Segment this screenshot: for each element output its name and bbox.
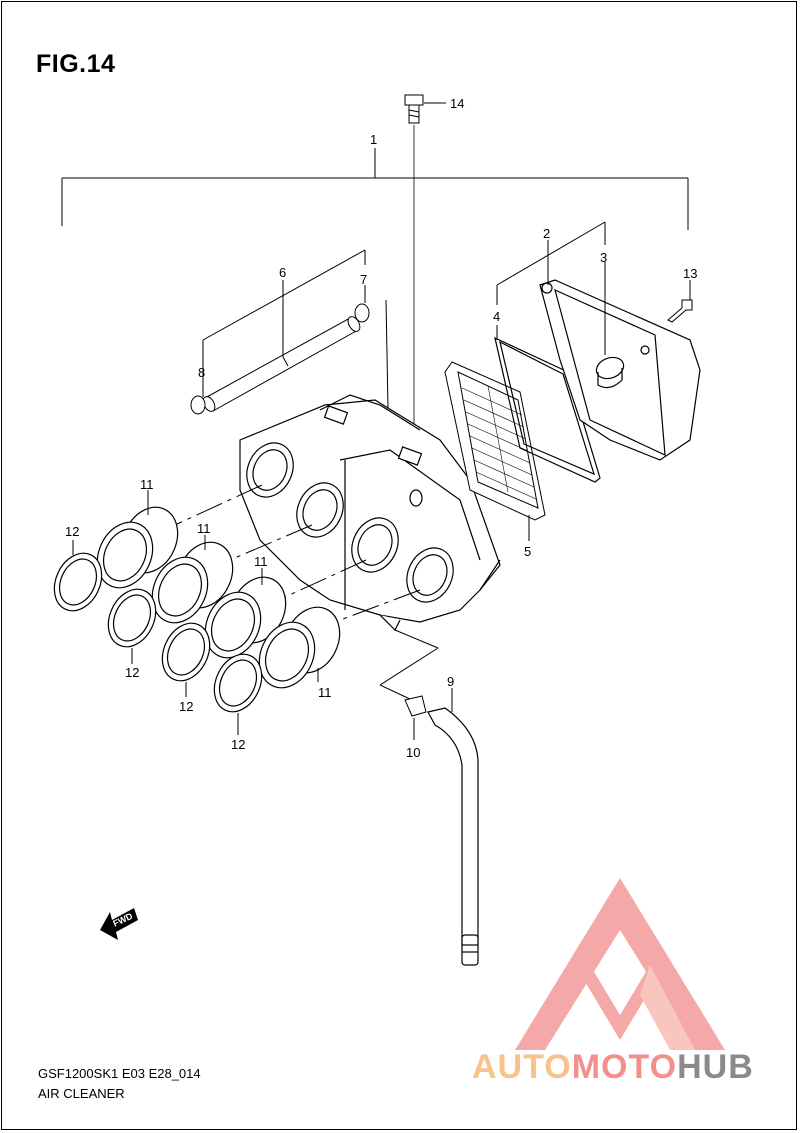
section-name: AIR CLEANER xyxy=(38,1086,125,1101)
watermark-text: AUTOMOTOHUB xyxy=(472,1048,754,1087)
callout-12b: 12 xyxy=(125,665,139,680)
callout-12c: 12 xyxy=(179,699,193,714)
watermark-auto: AUTO xyxy=(472,1048,572,1086)
callout-11a: 11 xyxy=(140,477,154,492)
air-cleaner-cap-part xyxy=(539,279,701,461)
clip-part xyxy=(190,303,370,415)
watermark-hub: HUB xyxy=(677,1048,754,1086)
intake-boot-part xyxy=(96,506,341,689)
figure-title: FIG.14 xyxy=(36,50,116,78)
callout-1: 1 xyxy=(370,132,377,147)
callout-7: 7 xyxy=(360,272,367,287)
callout-3: 3 xyxy=(600,250,607,265)
callout-11c: 11 xyxy=(254,554,268,569)
callout-5: 5 xyxy=(524,544,531,559)
seal-gasket-part xyxy=(494,336,601,483)
callout-4: 4 xyxy=(493,309,500,324)
air-filter-element-part xyxy=(444,361,546,521)
alignment-lines xyxy=(174,484,421,623)
air-cleaner-case-part xyxy=(239,394,501,632)
callout-2: 2 xyxy=(543,226,550,241)
drain-hose-part xyxy=(427,707,479,966)
leader-lines-hose xyxy=(379,629,453,740)
leader-lines-boots xyxy=(72,490,319,735)
callout-13: 13 xyxy=(683,266,697,281)
callout-12a: 12 xyxy=(65,524,79,539)
breather-pipe-part xyxy=(202,316,361,412)
callout-11d: 11 xyxy=(318,685,332,700)
leader-lines-cover xyxy=(496,221,691,355)
callout-6: 6 xyxy=(279,265,286,280)
clamp-part xyxy=(53,552,263,713)
callout-8: 8 xyxy=(198,365,205,380)
callout-12d: 12 xyxy=(231,737,245,752)
callout-11b: 11 xyxy=(197,521,211,536)
assembly-bracket xyxy=(61,148,689,230)
callout-9: 9 xyxy=(447,674,454,689)
callout-14: 14 xyxy=(450,96,464,111)
bolt-part xyxy=(404,94,446,455)
watermark-moto: MOTO xyxy=(571,1048,678,1086)
forward-arrow-icon: FWD xyxy=(100,908,138,940)
watermark-logo xyxy=(515,878,725,1050)
hose-clip-part xyxy=(404,695,427,717)
screw-part xyxy=(667,299,693,323)
model-code: GSF1200SK1 E03 E28_014 xyxy=(38,1066,201,1081)
callout-10: 10 xyxy=(406,745,420,760)
